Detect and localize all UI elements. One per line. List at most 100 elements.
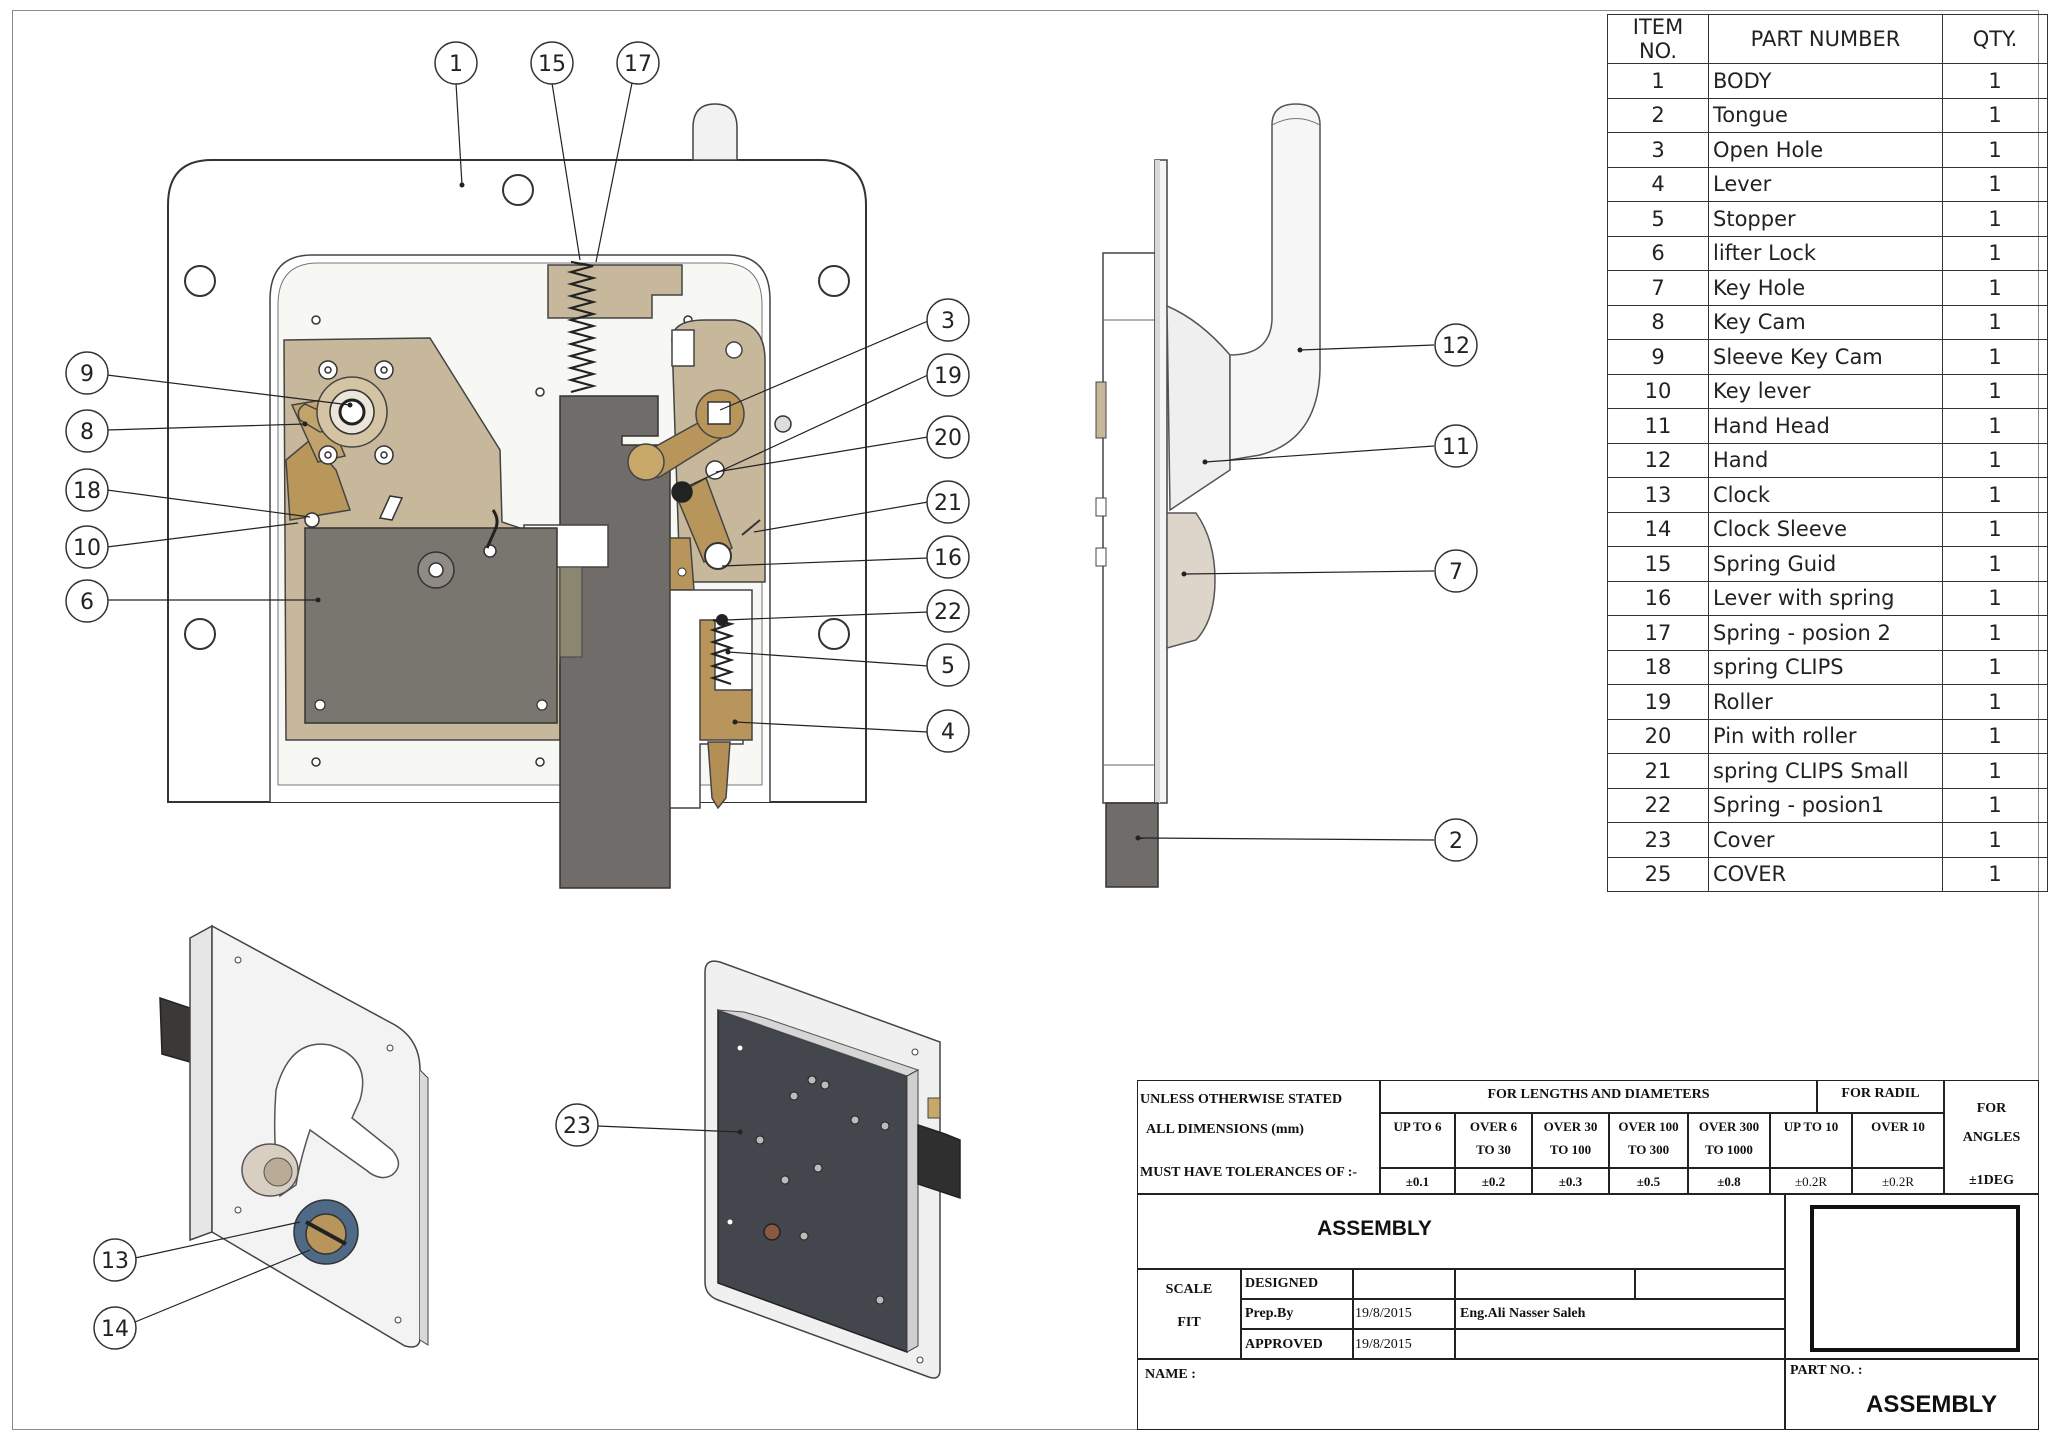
balloon-label: 17 [624, 52, 652, 77]
spring-posion-2 [566, 260, 598, 394]
bom-header-row: ITEM NO. PART NUMBER QTY. [1607, 14, 2048, 64]
balloon-circle [926, 298, 970, 342]
bom-part-number: Tongue [1708, 97, 1943, 133]
prep-by-label: Prep.By [1245, 1306, 1294, 1321]
bom-item-no: 20 [1607, 718, 1709, 754]
balloon-14: 14 [93, 1306, 137, 1350]
unless-label: UNLESS OTHERWISE STATED [1140, 1092, 1343, 1107]
balloon-12: 12 [1434, 323, 1478, 367]
balloon-2: 2 [1434, 818, 1478, 862]
balloon-9: 9 [65, 351, 109, 395]
balloon-circle [926, 415, 970, 459]
leader-dots [302, 182, 1303, 1135]
designed-label: DESIGNED [1245, 1276, 1319, 1291]
bom-qty: 1 [1942, 649, 2048, 685]
bom-item-no: 18 [1607, 649, 1709, 685]
balloon-19: 19 [926, 353, 970, 397]
iso-view-front [159, 924, 429, 1348]
part-no-value: ASSEMBLY [1866, 1391, 1998, 1418]
range-label-2: TO 300 [1627, 1142, 1670, 1157]
bom-item-no: 4 [1607, 166, 1709, 202]
range-label-2: TO 1000 [1705, 1142, 1753, 1157]
balloon-circle [1434, 549, 1478, 593]
bom-item-no: 17 [1607, 615, 1709, 651]
balloon-circle [530, 41, 574, 85]
balloon-circle [65, 409, 109, 453]
tongue [559, 395, 671, 889]
balloon-label: 22 [934, 600, 962, 625]
logo-box [1810, 1205, 2020, 1352]
bom-part-number: Spring - posion1 [1708, 787, 1943, 823]
bom-item-no: 25 [1607, 856, 1709, 892]
bom-part-number: Spring - posion 2 [1708, 615, 1943, 651]
balloon-label: 4 [941, 720, 955, 745]
for-angles-label-2: ANGLES [1962, 1130, 2021, 1145]
bom-part-number: Clock [1708, 477, 1943, 513]
balloon-10: 10 [65, 525, 109, 569]
balloon-label: 3 [941, 309, 955, 334]
bom-item-no: 7 [1607, 270, 1709, 306]
bom-item-no: 3 [1607, 132, 1709, 168]
balloon-17: 17 [616, 41, 660, 85]
balloon-circle [434, 41, 478, 85]
bom-header-item: ITEM NO. [1607, 14, 1709, 64]
bom-part-number: Spring Guid [1708, 546, 1943, 582]
bom-part-number: Key lever [1708, 373, 1943, 409]
must-have-label: MUST HAVE TOLERANCES OF :- [1140, 1165, 1358, 1180]
balloon-circle [65, 351, 109, 395]
balloon-7: 7 [1434, 549, 1478, 593]
approved-date: 19/8/2015 [1355, 1337, 1412, 1352]
balloon-circle [65, 468, 109, 512]
bom-item-no: 16 [1607, 580, 1709, 616]
balloon-label: 19 [934, 364, 962, 389]
range-tolerance: ±0.8 [1717, 1174, 1741, 1189]
balloon-label: 2 [1449, 829, 1463, 854]
balloon-circle [926, 353, 970, 397]
balloon-label: 6 [80, 590, 94, 615]
bom-part-number: Roller [1708, 684, 1943, 720]
side-body [1102, 252, 1156, 804]
bom-part-number: Cover [1708, 822, 1943, 858]
mount-hole [184, 265, 216, 297]
range-label: OVER 300 [1698, 1119, 1760, 1134]
bom-qty: 1 [1942, 132, 2048, 168]
bom-qty: 1 [1942, 511, 2048, 547]
all-dimensions-label: ALL DIMENSIONS (mm) [1146, 1122, 1304, 1137]
bom-qty: 1 [1942, 235, 2048, 271]
for-radil-label: FOR RADIL [1841, 1086, 1920, 1101]
balloon-circle [926, 643, 970, 687]
balloon-label: 16 [934, 546, 962, 571]
balloon-circle [65, 525, 109, 569]
studs [318, 360, 394, 465]
bom-part-number: spring CLIPS [1708, 649, 1943, 685]
balloon-circle [926, 709, 970, 753]
bom-qty: 1 [1942, 63, 2048, 99]
bom-item-no: 13 [1607, 477, 1709, 513]
bom-qty: 1 [1942, 166, 2048, 202]
balloon-label: 1 [449, 52, 463, 77]
bom-part-number: Hand [1708, 442, 1943, 478]
bom-part-number: Key Hole [1708, 270, 1943, 306]
bom-item-no: 9 [1607, 339, 1709, 375]
bom-qty: 1 [1942, 373, 2048, 409]
for-lengths-label: FOR LENGTHS AND DIAMETERS [1487, 1087, 1710, 1102]
balloon-circle [1434, 818, 1478, 862]
balloon-label: 21 [934, 491, 962, 516]
bom-item-no: 5 [1607, 201, 1709, 237]
bom-qty: 1 [1942, 408, 2048, 444]
balloon-label: 8 [80, 420, 94, 445]
angles-tolerance: ±1DEG [1968, 1173, 2015, 1188]
leader-lines [106, 82, 1435, 1323]
balloon-5: 5 [926, 643, 970, 687]
side-key-hole [1166, 512, 1216, 649]
balloon-circle [926, 480, 970, 524]
